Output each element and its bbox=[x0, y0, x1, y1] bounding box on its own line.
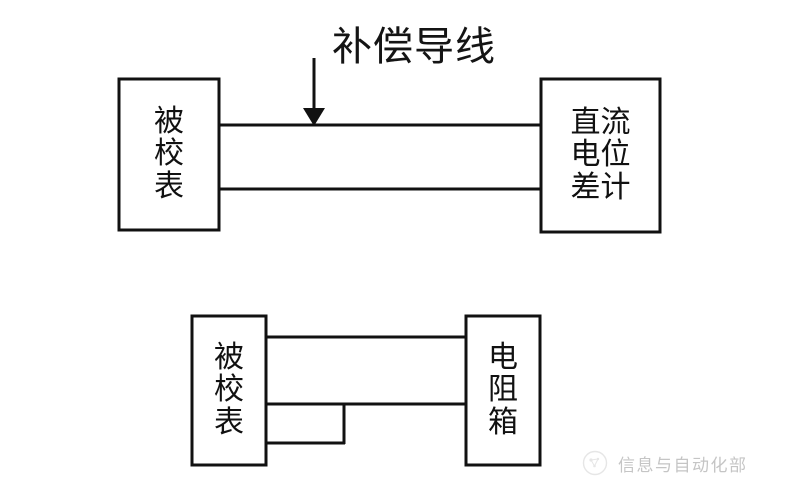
watermark-logo-icon bbox=[582, 450, 608, 476]
compensating-wire-arrow bbox=[303, 58, 325, 126]
diagram-top-group bbox=[117, 58, 662, 234]
top-left-box bbox=[117, 77, 221, 232]
watermark-text: 信息与自动化部 bbox=[618, 455, 748, 476]
arrow-head bbox=[303, 108, 325, 126]
bottom-left-box bbox=[190, 314, 268, 467]
bottom-right-box bbox=[464, 314, 542, 467]
diagram-bottom-group bbox=[190, 314, 542, 467]
watermark: 信息与自动化部 bbox=[582, 450, 748, 476]
top-right-box bbox=[539, 77, 662, 234]
compensating-wire-label: 补偿导线 bbox=[332, 24, 496, 70]
